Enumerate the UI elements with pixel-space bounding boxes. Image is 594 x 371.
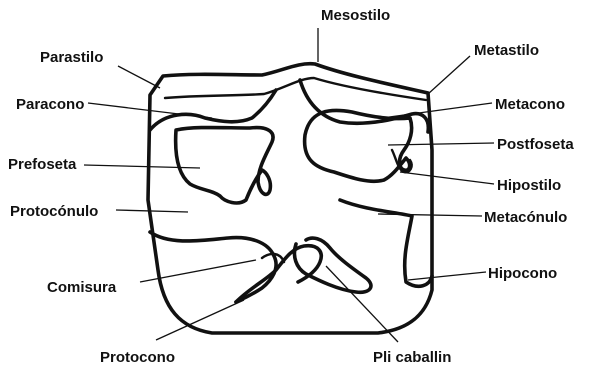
label-postfoseta: Postfoseta	[497, 136, 574, 153]
leader-hipocono	[408, 272, 486, 280]
label-metacono: Metacono	[495, 96, 565, 113]
enamel-band-top	[165, 78, 426, 100]
leader-metastilo	[428, 56, 470, 94]
label-protoconulo: Protocónulo	[10, 203, 98, 220]
label-mesostilo: Mesostilo	[321, 7, 390, 24]
metaconulo-contour	[340, 200, 432, 286]
leader-metaconulo	[378, 214, 482, 216]
postfoseta-fossette	[305, 110, 412, 181]
label-protocono: Protocono	[100, 349, 175, 366]
leader-pli-caballin	[326, 266, 398, 342]
leader-metacono	[382, 103, 492, 118]
label-hipostilo: Hipostilo	[497, 177, 561, 194]
label-metaconulo: Metacónulo	[484, 209, 567, 226]
leader-protoconulo	[116, 210, 188, 212]
label-prefoseta: Prefoseta	[8, 156, 77, 173]
label-metastilo: Metastilo	[474, 42, 539, 59]
leader-parastilo	[118, 66, 160, 88]
comisura-contour	[150, 232, 276, 302]
leader-prefoseta	[84, 165, 200, 168]
label-hipocono: Hipocono	[488, 265, 557, 282]
label-pli-caballin: Pli caballin	[373, 349, 451, 366]
label-comisura: Comisura	[47, 279, 117, 296]
prefoseta-fossette	[176, 128, 273, 203]
crown-outline	[148, 64, 432, 333]
leader-postfoseta	[388, 143, 494, 145]
label-paracono: Paracono	[16, 96, 84, 113]
label-parastilo: Parastilo	[40, 49, 103, 66]
leader-hipostilo	[400, 172, 494, 184]
